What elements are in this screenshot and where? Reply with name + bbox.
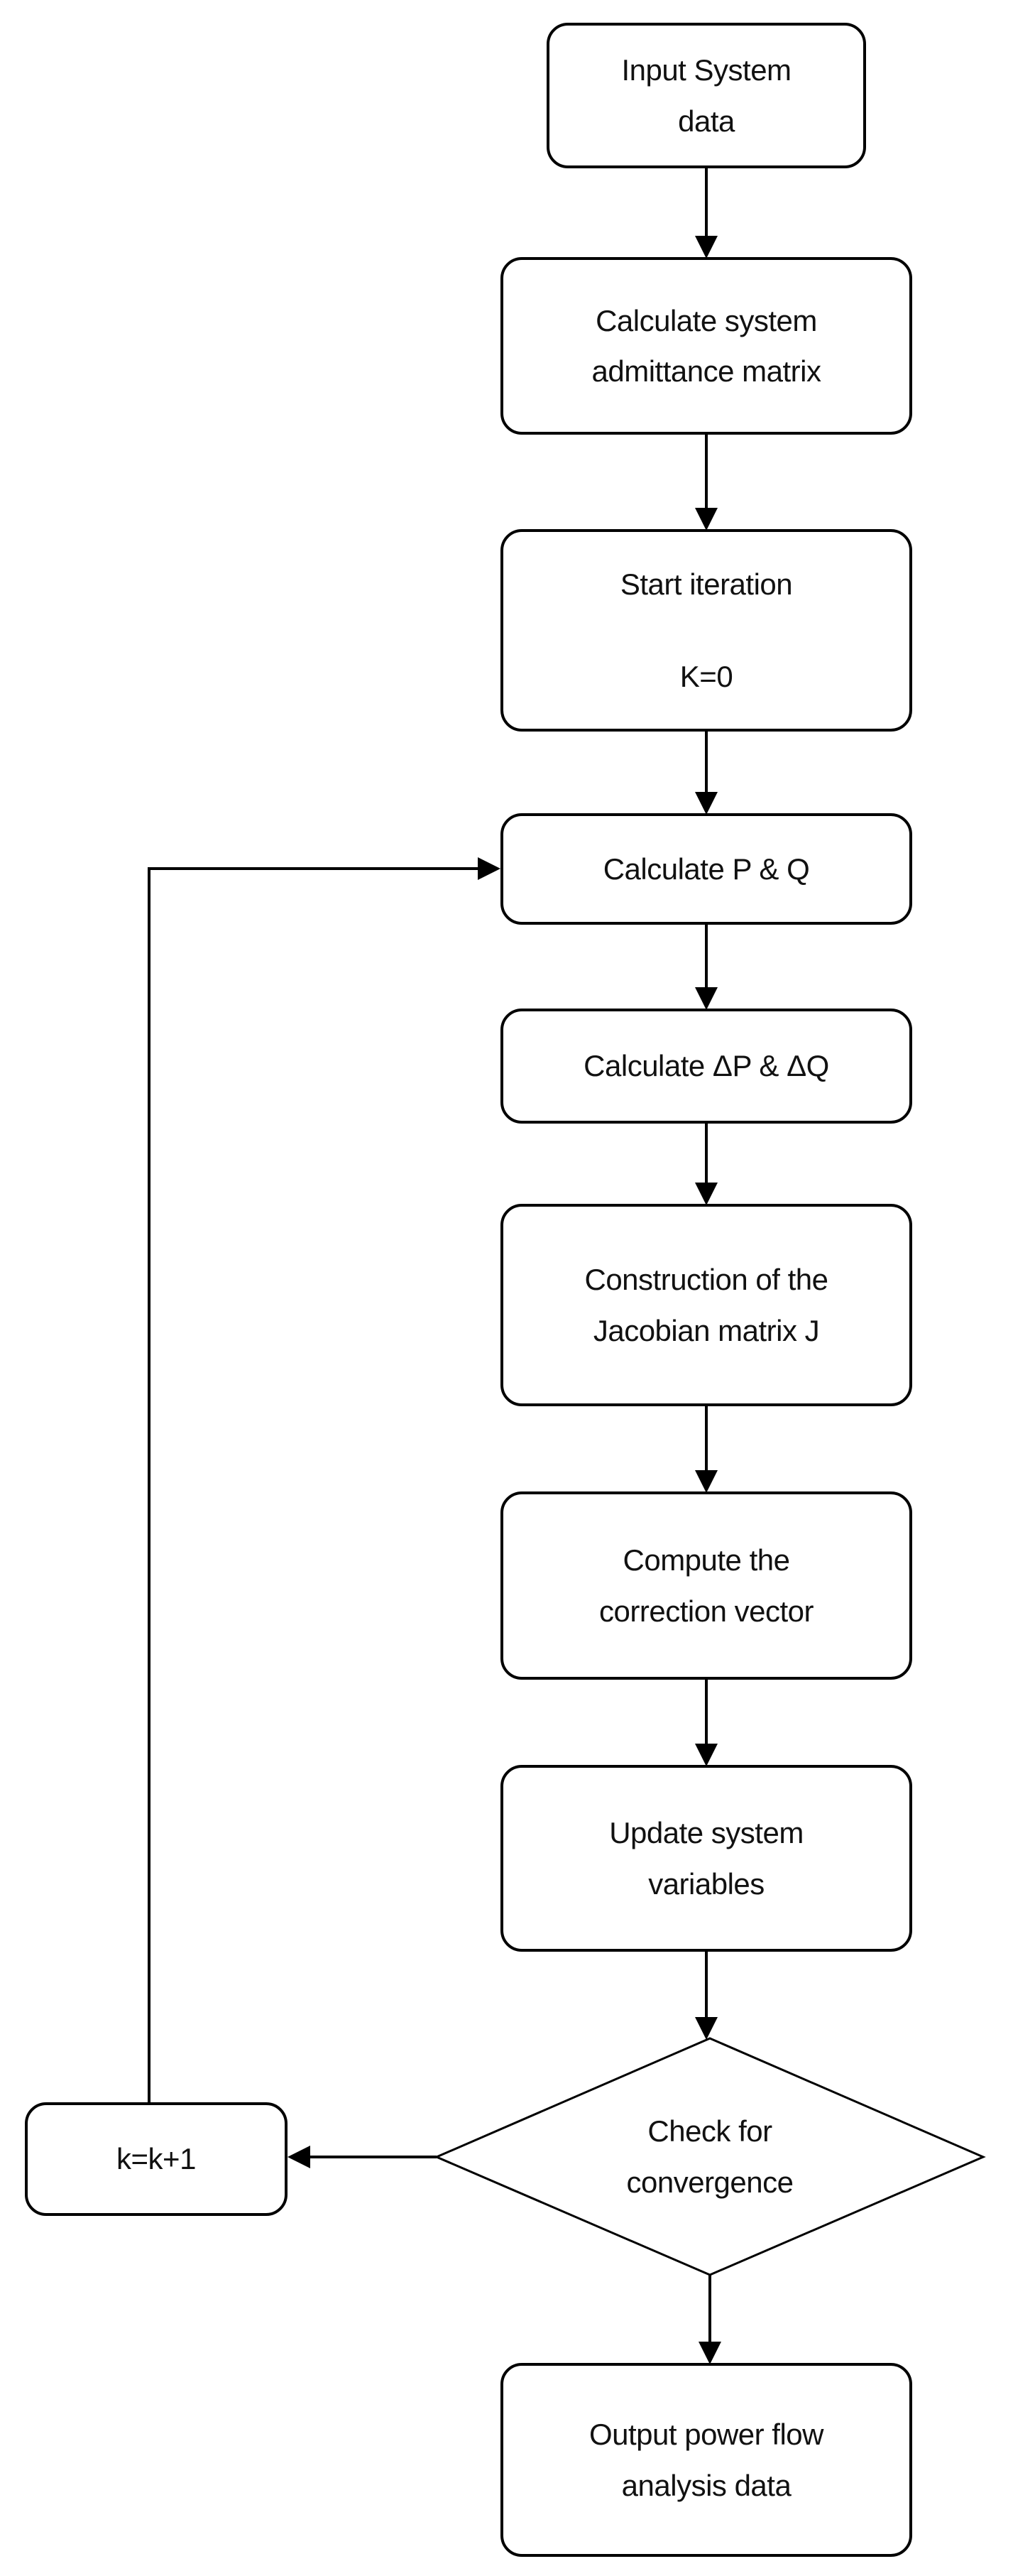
node-check-convergence: Check for convergence — [437, 2038, 983, 2275]
node-input-system-data: Input System data — [547, 23, 866, 168]
node-label: Compute the correction vector — [599, 1543, 814, 1628]
arrowhead-to-update — [695, 1744, 718, 1766]
node-update-system-variables: Update system variables — [500, 1765, 912, 1952]
arrowhead-to-output — [699, 2342, 721, 2364]
node-label: Check for convergence — [626, 2114, 794, 2199]
node-label: Start iteration K=0 — [620, 567, 793, 694]
node-label: Construction of the Jacobian matrix J — [584, 1263, 828, 1347]
arrowhead-to-jacobian — [695, 1183, 718, 1205]
node-calculate-admittance-matrix: Calculate system admittance matrix — [500, 257, 912, 435]
node-label: Update system variables — [609, 1816, 804, 1901]
node-increment-k: k=k+1 — [25, 2102, 288, 2216]
arrowhead-to-calcdpdq — [695, 987, 718, 1010]
node-calculate-delta-p-q: Calculate ΔP & ΔQ — [500, 1009, 912, 1124]
arrowhead-to-admittance — [695, 236, 718, 259]
node-start-iteration: Start iteration K=0 — [500, 529, 912, 732]
node-label: k=k+1 — [116, 2142, 196, 2176]
edge-increment-to-calcpq — [148, 867, 478, 2102]
node-label: Input System data — [621, 53, 792, 138]
arrowhead-loop-to-calcpq — [478, 857, 500, 880]
node-label: Calculate P & Q — [603, 852, 810, 886]
node-calculate-p-q: Calculate P & Q — [500, 813, 912, 925]
node-output-power-flow: Output power flow analysis data — [500, 2363, 912, 2557]
arrowhead-to-correction — [695, 1470, 718, 1493]
decision-diamond-shape — [434, 2037, 986, 2276]
arrowhead-to-calcpq — [695, 792, 718, 815]
node-label: Calculate ΔP & ΔQ — [584, 1049, 829, 1083]
node-compute-correction-vector: Compute the correction vector — [500, 1491, 912, 1680]
node-label: Output power flow analysis data — [588, 2418, 824, 2502]
node-label: Calculate system admittance matrix — [591, 303, 821, 388]
node-jacobian-construction: Construction of the Jacobian matrix J — [500, 1204, 912, 1406]
arrowhead-to-convergence — [695, 2017, 718, 2040]
arrowhead-to-increment — [288, 2146, 310, 2168]
arrowhead-to-start — [695, 508, 718, 531]
